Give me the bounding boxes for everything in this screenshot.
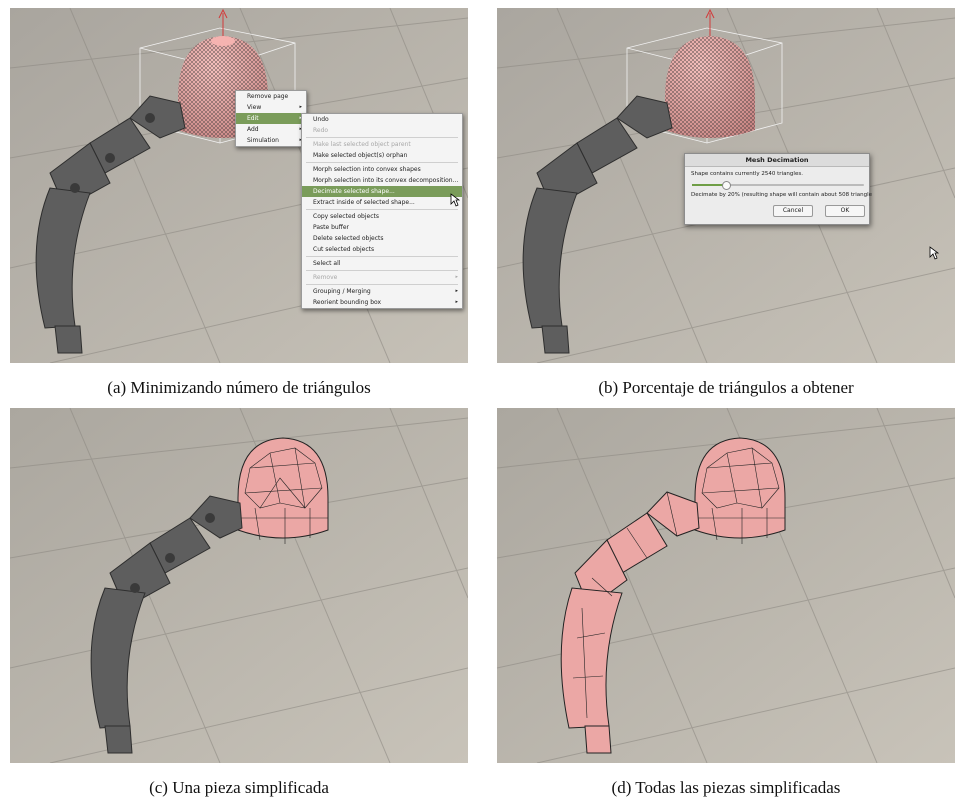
menu-item-delete[interactable]: Delete selected objects bbox=[302, 233, 462, 244]
menu-item-copy[interactable]: Copy selected objects bbox=[302, 211, 462, 222]
menu-item-label: View bbox=[247, 104, 262, 111]
menu-item-paste[interactable]: Paste buffer bbox=[302, 222, 462, 233]
decimation-result-label: Decimate by 20% (resulting shape will co… bbox=[691, 192, 873, 198]
menu-separator bbox=[306, 209, 458, 210]
menu-item-label: Morph selection into convex shapes bbox=[313, 166, 421, 173]
menu-separator bbox=[306, 270, 458, 271]
menu-item-remove-page[interactable]: Remove page bbox=[236, 91, 306, 102]
ok-button-label: OK bbox=[840, 207, 850, 214]
menu-item-remove[interactable]: Remove ▸ bbox=[302, 272, 462, 283]
mouse-cursor-icon bbox=[450, 193, 460, 207]
scene-render bbox=[10, 408, 468, 763]
cancel-button-label: Cancel bbox=[782, 207, 804, 214]
dialog-title: Mesh Decimation bbox=[685, 154, 869, 167]
context-menu[interactable]: Remove page View ▸ Edit ▸ Add ▸ Simulation ▸ bbox=[235, 90, 307, 147]
menu-item-label: Undo bbox=[313, 116, 329, 123]
menu-item-label: Delete selected objects bbox=[313, 235, 384, 242]
caption-d: (d) Todas las piezas simplificadas bbox=[611, 778, 841, 797]
menu-item-label: Morph selection into its convex decompos… bbox=[313, 177, 459, 184]
menu-item-redo[interactable]: Redo bbox=[302, 125, 462, 136]
menu-item-edit[interactable]: Edit ▸ bbox=[236, 113, 306, 124]
menu-separator bbox=[306, 284, 458, 285]
menu-item-view[interactable]: View ▸ bbox=[236, 102, 306, 113]
slider-fill bbox=[692, 184, 727, 186]
chevron-right-icon: ▸ bbox=[299, 124, 302, 135]
decimation-slider[interactable] bbox=[692, 181, 864, 190]
cancel-button[interactable]: Cancel bbox=[773, 205, 813, 217]
chevron-right-icon: ▸ bbox=[455, 274, 458, 280]
menu-item-label: Extract inside of selected shape... bbox=[313, 199, 415, 206]
mouse-cursor-icon bbox=[929, 246, 939, 260]
menu-item-label: Redo bbox=[313, 127, 329, 134]
menu-item-label: Make last selected object parent bbox=[313, 141, 411, 148]
menu-item-undo[interactable]: Undo bbox=[302, 114, 462, 125]
menu-item-label: Add bbox=[247, 126, 259, 133]
caption-c: (c) Una pieza simplificada bbox=[149, 778, 329, 797]
menu-item-grouping-merging[interactable]: Grouping / Merging ▸ bbox=[302, 286, 462, 297]
menu-item-label: Remove bbox=[313, 274, 338, 281]
chevron-right-icon: ▸ bbox=[455, 299, 458, 305]
caption-a: (a) Minimizando número de triángulos bbox=[107, 378, 371, 397]
menu-item-make-orphan[interactable]: Make selected object(s) orphan bbox=[302, 150, 462, 161]
menu-item-reorient-bbox[interactable]: Reorient bounding box ▸ bbox=[302, 297, 462, 308]
panel-a-viewport[interactable]: Remove page View ▸ Edit ▸ Add ▸ Simulation ▸… bbox=[10, 8, 468, 363]
menu-item-select-all[interactable]: Select all bbox=[302, 258, 462, 269]
chevron-right-icon: ▸ bbox=[299, 135, 302, 146]
menu-item-extract-inside[interactable]: Extract inside of selected shape... bbox=[302, 197, 462, 208]
menu-item-decimate[interactable]: Decimate selected shape... bbox=[302, 186, 462, 197]
menu-item-label: Select all bbox=[313, 260, 341, 267]
menu-item-morph-decomposition[interactable]: Morph selection into its convex decompos… bbox=[302, 175, 462, 186]
menu-item-label: Remove page bbox=[247, 93, 289, 100]
menu-separator bbox=[306, 137, 458, 138]
panel-d-viewport[interactable] bbox=[497, 408, 955, 763]
edit-submenu[interactable]: Undo Redo Make last selected object pare… bbox=[301, 113, 463, 309]
scene-render bbox=[497, 408, 955, 763]
chevron-right-icon: ▸ bbox=[299, 113, 302, 124]
mesh-decimation-dialog[interactable]: Mesh Decimation Shape contains currently… bbox=[684, 153, 873, 225]
menu-item-morph-convex[interactable]: Morph selection into convex shapes bbox=[302, 164, 462, 175]
menu-separator bbox=[306, 162, 458, 163]
triangle-count-label: Shape contains currently 2540 triangles. bbox=[691, 171, 803, 177]
chevron-right-icon: ▸ bbox=[299, 104, 302, 110]
menu-item-label: Cut selected objects bbox=[313, 246, 375, 253]
menu-item-label: Copy selected objects bbox=[313, 213, 379, 220]
menu-separator bbox=[306, 256, 458, 257]
menu-item-label: Edit bbox=[247, 115, 259, 122]
menu-item-label: Make selected object(s) orphan bbox=[313, 152, 408, 159]
ok-button[interactable]: OK bbox=[825, 205, 865, 217]
menu-item-label: Paste buffer bbox=[313, 224, 350, 231]
menu-item-make-parent[interactable]: Make last selected object parent bbox=[302, 139, 462, 150]
chevron-right-icon: ▸ bbox=[455, 288, 458, 294]
slider-handle[interactable] bbox=[722, 181, 732, 190]
menu-item-label: Simulation bbox=[247, 137, 279, 144]
menu-item-simulation[interactable]: Simulation ▸ bbox=[236, 135, 306, 146]
menu-item-label: Decimate selected shape... bbox=[313, 188, 395, 195]
caption-b: (b) Porcentaje de triángulos a obtener bbox=[598, 378, 854, 397]
menu-item-add[interactable]: Add ▸ bbox=[236, 124, 306, 135]
panel-c-viewport[interactable] bbox=[10, 408, 468, 763]
panel-b-viewport[interactable]: Mesh Decimation Shape contains currently… bbox=[497, 8, 955, 363]
menu-item-label: Grouping / Merging bbox=[313, 288, 371, 295]
menu-item-cut[interactable]: Cut selected objects bbox=[302, 244, 462, 255]
menu-item-label: Reorient bounding box bbox=[313, 299, 382, 306]
